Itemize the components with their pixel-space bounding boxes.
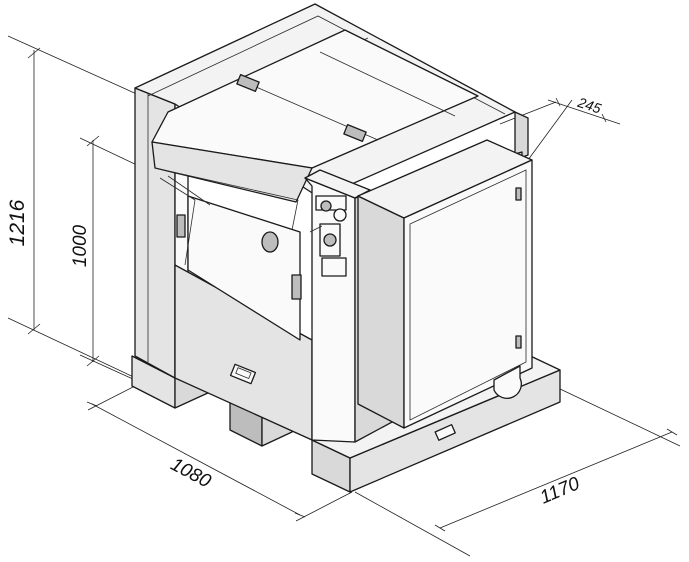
latch bbox=[291, 274, 302, 300]
cabinet-door bbox=[403, 159, 533, 429]
dim-label-1170: 1170 bbox=[537, 473, 583, 508]
cabinet-wheel bbox=[493, 365, 522, 399]
dim-label-1216: 1216 bbox=[6, 199, 29, 246]
dim-1170-line bbox=[439, 431, 673, 529]
dim-1080-line bbox=[91, 403, 301, 516]
dim-245-line bbox=[527, 99, 573, 161]
latch bbox=[176, 214, 186, 238]
hood-hinge bbox=[343, 123, 367, 143]
electrical-cabinet bbox=[357, 139, 533, 441]
dim-label-1080: 1080 bbox=[167, 454, 215, 493]
door-lock bbox=[515, 335, 522, 349]
dim-label-245: 245 bbox=[575, 94, 603, 117]
pneumatic-unit bbox=[309, 195, 347, 277]
roller-knob bbox=[261, 231, 279, 253]
base-label-plate bbox=[434, 424, 456, 441]
dimension-lines bbox=[7, 35, 681, 557]
front-handle bbox=[229, 363, 257, 385]
door-lock bbox=[515, 187, 522, 201]
dim-label-1000: 1000 bbox=[70, 224, 91, 267]
hood-hinge bbox=[236, 73, 260, 93]
